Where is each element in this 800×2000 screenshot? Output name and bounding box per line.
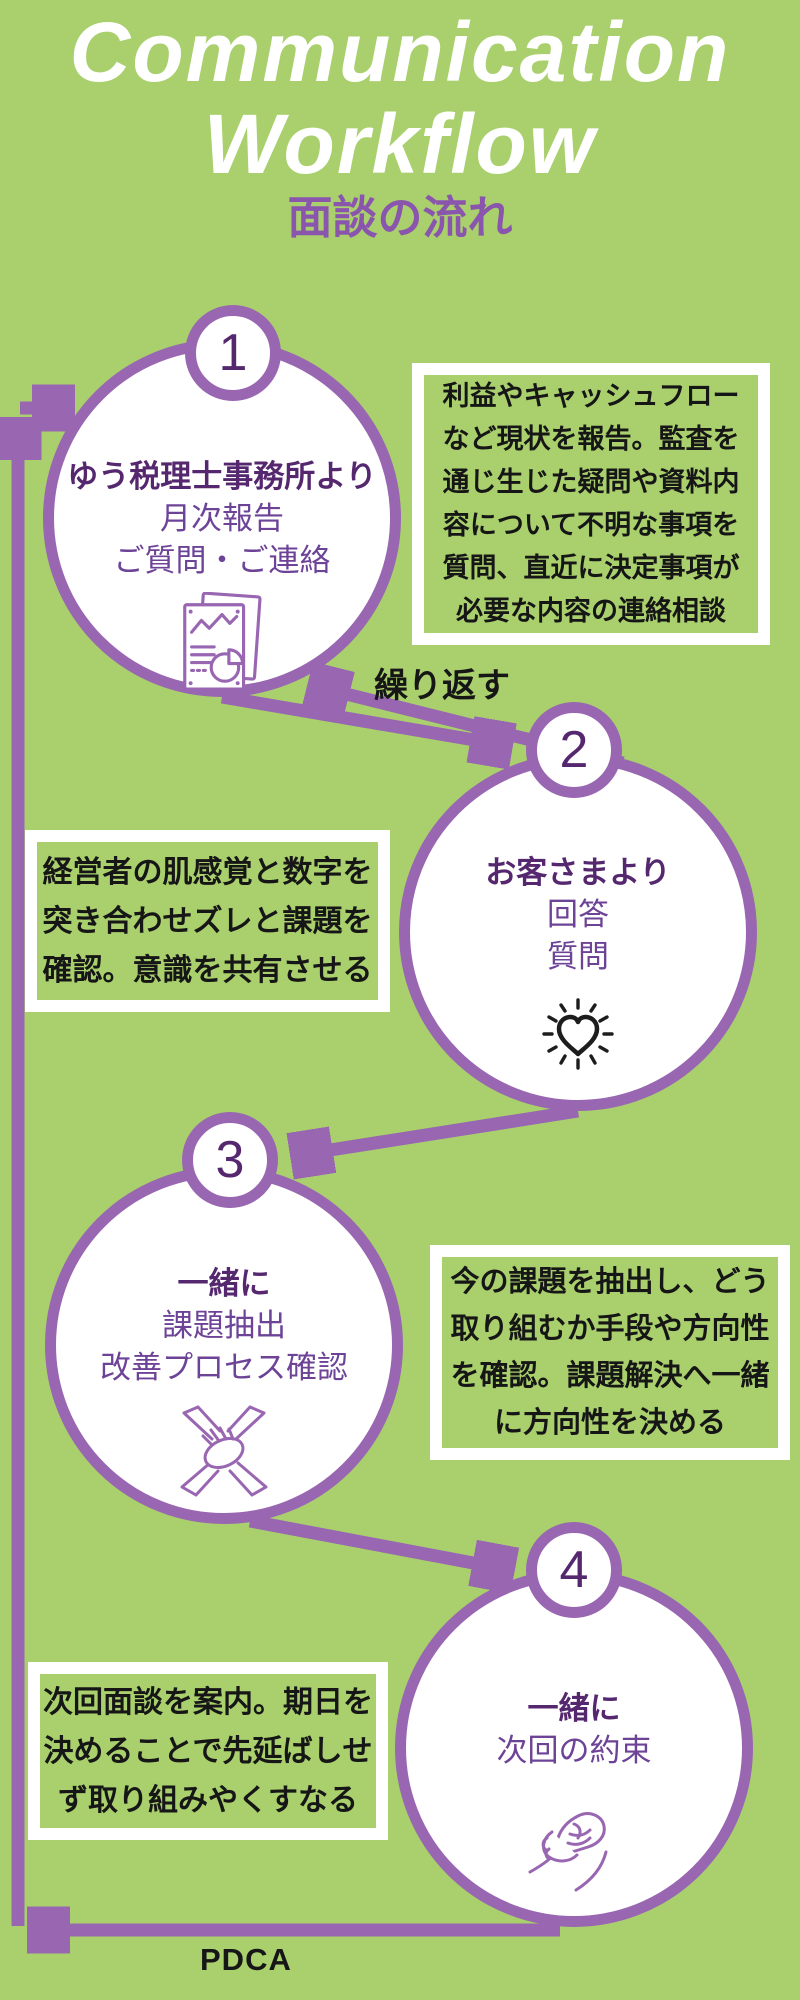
step-3-line: 改善プロセス確認 (100, 1350, 348, 1385)
step-3-line: 課題抽出 (162, 1308, 286, 1343)
step-2-heading: お客さまより (485, 855, 671, 890)
step-1-number: 1 (218, 324, 248, 382)
step-2-circle: お客さまより 回答 質問 (399, 753, 757, 1111)
step-1-line: 月次報告 (160, 501, 284, 536)
step-4-text: 一緒に 次回の約束 (406, 1688, 742, 1772)
arrow-step-1-to-2 (220, 690, 498, 744)
arrow-step-2-to-3 (305, 1104, 580, 1154)
pdca-label: PDCA (200, 1942, 292, 1977)
handshake-icon (522, 1792, 626, 1896)
step-4-circle: 一緒に 次回の約束 (395, 1569, 753, 1927)
step-1-heading: ゆう税理士事務所より (67, 459, 377, 494)
note-box-step-4: 次回面談を案内。期日を 決めることで先延ばしせ ず取り組みやくすなる (28, 1662, 388, 1840)
radiant-heart-icon (533, 996, 623, 1076)
report-chart-icon (178, 592, 266, 692)
step-4-number-badge: 4 (526, 1522, 622, 1618)
note-box-step-1: 利益やキャッシュフロー など現状を報告。監査を 通じ生じた疑問や資料内 容につい… (412, 363, 770, 645)
step-2-text: お客さまより 回答 質問 (410, 852, 746, 978)
step-2-number: 2 (559, 721, 589, 779)
step-3-text: 一緒に 課題抽出 改善プロセス確認 (56, 1263, 392, 1389)
hands-together-icon (172, 1399, 276, 1503)
note-box-step-3: 今の課題を抽出し、どう 取り組むか手段や方向性 を確認。課題解決へ一緒 に方向性… (430, 1245, 790, 1460)
header: Communication Workflow 面談の流れ (0, 0, 800, 244)
arrow-step-3-to-4 (248, 1514, 500, 1568)
step-4-heading: 一緒に (527, 1691, 621, 1726)
step-3-number-badge: 3 (182, 1112, 278, 1208)
page-subtitle: 面談の流れ (287, 192, 513, 243)
step-3-number: 3 (215, 1131, 245, 1189)
step-1-text: ゆう税理士事務所より 月次報告 ご質問・ご連絡 (54, 456, 390, 582)
step-2-number-badge: 2 (526, 702, 622, 798)
step-1-number-badge: 1 (185, 305, 281, 401)
step-4-number: 4 (559, 1541, 589, 1599)
step-2-line: 質問 (547, 939, 609, 974)
page-title-line-1: Communication (69, 5, 731, 99)
repeat-label: 繰り返す (374, 667, 510, 705)
step-4-line: 次回の約束 (496, 1733, 652, 1768)
step-1-line: ご質問・ご連絡 (113, 543, 331, 578)
step-3-heading: 一緒に (177, 1266, 271, 1301)
step-2-line: 回答 (547, 897, 609, 932)
step-3-circle: 一緒に 課題抽出 改善プロセス確認 (45, 1166, 403, 1524)
page-title-line-2: Workflow (203, 97, 597, 191)
note-box-step-2: 経営者の肌感覚と数字を 突き合わせズレと課題を 確認。意識を共有させる (25, 830, 390, 1012)
